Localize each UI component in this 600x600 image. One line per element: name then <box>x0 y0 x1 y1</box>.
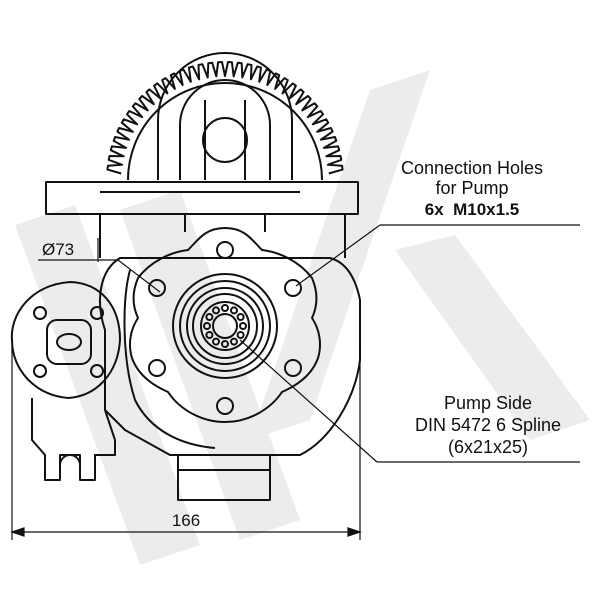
spline-tooth <box>230 337 238 346</box>
connection-holes-title: Connection Holes <box>401 158 543 178</box>
spline-tooth <box>230 306 238 315</box>
bolt-hole <box>284 279 302 297</box>
gear <box>106 52 344 181</box>
spline-tooth <box>212 337 220 346</box>
spline-ring <box>172 273 278 379</box>
bolt-hole <box>148 279 166 297</box>
shift-unit <box>10 281 121 399</box>
bottom-boss <box>177 454 271 501</box>
pump-mount-plate <box>129 227 321 423</box>
width-label: 166 <box>172 511 200 530</box>
spline-tooth <box>239 322 247 330</box>
connection-leader-d <box>295 224 381 287</box>
bolt-hole <box>216 397 234 415</box>
gear-teeth <box>106 61 344 175</box>
spline-tooth <box>221 340 229 348</box>
bracket-slot <box>59 454 81 466</box>
spline-tooth <box>212 306 220 315</box>
width-arrow-right <box>347 527 362 537</box>
spline-tooth <box>205 331 214 339</box>
pump-side-leader-d <box>239 339 378 463</box>
spline-teeth <box>203 304 247 348</box>
spline-tooth <box>236 331 245 339</box>
spline-shaft <box>172 273 278 379</box>
top-flange <box>45 181 359 258</box>
spline-ring <box>179 280 271 372</box>
spline-tooth <box>205 313 214 321</box>
housing-outline <box>99 257 361 456</box>
shift-unit-bolt <box>33 306 47 320</box>
spline-tooth <box>236 313 245 321</box>
bracket-body <box>31 398 116 481</box>
spline-ring <box>192 293 258 359</box>
bolt-hole <box>148 359 166 377</box>
gear-boss <box>179 79 271 180</box>
flange-plate <box>45 181 359 215</box>
gear-hub-arch <box>157 52 293 180</box>
shift-unit-port <box>46 319 92 365</box>
housing-inner-curve <box>123 269 216 449</box>
gear-shaft-hole <box>202 117 248 163</box>
connection-holes-subtitle: for Pump <box>435 178 508 198</box>
pump-side-title: Pump Side <box>444 393 532 413</box>
watermark-logo <box>15 70 590 565</box>
shift-unit-bolt <box>33 364 47 378</box>
spline-core <box>212 313 238 339</box>
diameter-leader <box>117 259 161 293</box>
shift-unit-bolt <box>90 364 104 378</box>
spline-ring <box>200 301 250 351</box>
connection-holes-spec: 6x M10x1.5 <box>425 200 520 219</box>
gear-inner-rim <box>127 82 323 181</box>
shift-unit-bolt <box>90 306 104 320</box>
shift-unit-body <box>10 281 121 399</box>
spline-tooth <box>221 304 229 312</box>
lower-bracket <box>31 398 271 501</box>
bolt-hole <box>216 241 234 259</box>
shift-unit-port-hole <box>56 333 82 351</box>
diameter-label: Ø73 <box>42 240 74 259</box>
bolt-holes <box>148 241 302 415</box>
pump-side-spec: (6x21x25) <box>448 437 528 457</box>
width-arrow-left <box>10 527 25 537</box>
pump-side-standard: DIN 5472 6 Spline <box>415 415 561 435</box>
spline-tooth <box>203 322 211 330</box>
spline-ring <box>186 287 264 365</box>
bolt-hole <box>284 359 302 377</box>
